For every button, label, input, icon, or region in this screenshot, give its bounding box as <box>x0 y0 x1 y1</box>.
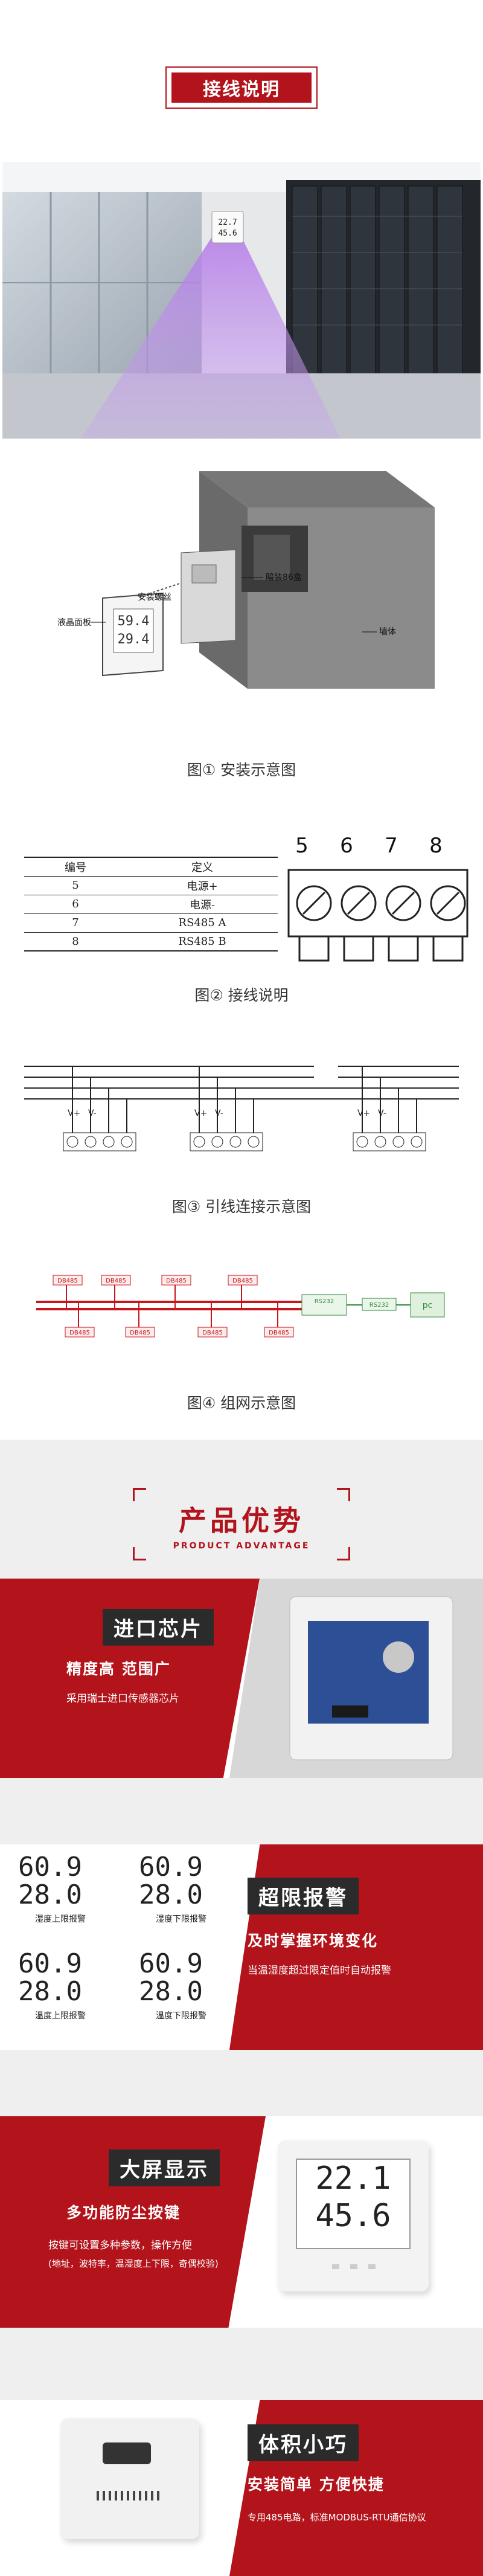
cell-number: 5 <box>24 876 127 895</box>
advantage-desc: 采用瑞士进口传感器芯片 <box>66 1693 179 1705</box>
device-side-image <box>60 2418 199 2539</box>
cell-definition: 电源+ <box>127 876 278 895</box>
vplus-label: V+ <box>194 1109 207 1118</box>
section-title: 接线说明 <box>171 72 312 103</box>
vminus-label: V- <box>88 1109 97 1118</box>
wiring-connection-diagram: V+ V- V+ V- V+ V- <box>24 1064 459 1151</box>
label-wall: 墙体 <box>379 627 396 637</box>
terminal-number: 5 <box>295 834 309 858</box>
cell-number: 7 <box>24 913 127 933</box>
advantage-title: 产品优势 PRODUCT ADVANTAGE <box>133 1488 350 1560</box>
node-label: DB485 <box>130 1330 150 1336</box>
advantage-chip: 进口芯片 精度高 范围广 采用瑞士进口传感器芯片 <box>0 1579 483 1778</box>
advantage-sub: 多功能防尘按键 <box>66 2204 181 2221</box>
cell-definition: RS485 B <box>127 932 278 952</box>
alarm-screen: 60.9 28.0 湿度上限报警 <box>18 1852 86 1925</box>
advantage-desc: 按键可设置多种参数，操作方便 <box>48 2240 192 2252</box>
alarm-screen: 60.9 28.0 温度下限报警 <box>139 1948 206 2021</box>
table-header-row: 编号 定义 <box>24 857 278 877</box>
advantage-tag: 体积小巧 <box>248 2424 359 2461</box>
section-title-box: 接线说明 <box>165 66 318 109</box>
advantage-sub: 及时掌握环境变化 <box>248 1932 379 1950</box>
photo-humi: 45.6 <box>218 229 237 238</box>
vminus-label: V- <box>215 1109 223 1118</box>
advantage-desc: 当温湿度超过限定值时自动报警 <box>248 1965 391 1977</box>
terminal-number: 6 <box>340 834 353 858</box>
header-definition: 定义 <box>127 857 278 877</box>
advantage-desc-detail: (地址，波特率，温湿度上下限，奇偶校验) <box>48 2258 219 2269</box>
figure-1-caption: 图① 安装示意图 <box>187 761 296 779</box>
converter-label: RS232 <box>315 1298 334 1305</box>
photo-temp: 22.7 <box>218 218 237 227</box>
advantage-tag: 进口芯片 <box>103 1609 214 1646</box>
node-label: DB485 <box>57 1278 78 1284</box>
cell-number: 8 <box>24 932 127 952</box>
rs232-label: RS232 <box>369 1302 389 1309</box>
pc-label: pc <box>423 1301 433 1310</box>
node-label: DB485 <box>232 1278 253 1284</box>
header-number: 编号 <box>24 857 127 877</box>
label-panel: 液晶面板 <box>57 618 91 628</box>
vminus-label: V- <box>378 1109 386 1118</box>
network-diagram: DB485 DB485 DB485 DB485 DB485 DB485 DB48… <box>36 1275 445 1338</box>
node-label: DB485 <box>166 1278 187 1284</box>
alarm-screen: 60.9 28.0 温度上限报警 <box>18 1948 86 2021</box>
node-label: DB485 <box>269 1330 289 1336</box>
installation-photo: 22.7 45.6 <box>2 162 481 439</box>
cell-number: 6 <box>24 895 127 914</box>
figure-4-caption: 图④ 组网示意图 <box>187 1394 296 1412</box>
advantage-display: 22.1 45.6 大屏显示 多功能防尘按键 按键可设置多种参数，操作方便 (地… <box>0 2116 483 2328</box>
cell-definition: 电源- <box>127 895 278 914</box>
advantage-title-en: PRODUCT ADVANTAGE <box>173 1541 310 1551</box>
figure-3-caption: 图③ 引线连接示意图 <box>171 1198 312 1216</box>
device-temp: 22.1 <box>315 2160 391 2197</box>
label-wall-box: 暗装86盒 <box>266 572 302 582</box>
advantage-tag: 超限报警 <box>248 1878 359 1914</box>
advantage-desc: 专用485电路，标准MODBUS-RTU通信协议 <box>248 2512 426 2523</box>
product-advantage-section: 产品优势 PRODUCT ADVANTAGE 进口芯片 精度高 范围广 采用瑞士… <box>0 1440 483 2576</box>
node-label: DB485 <box>69 1330 90 1336</box>
figure-2-caption: 图② 接线说明 <box>194 987 289 1004</box>
terminal-number: 7 <box>385 834 398 858</box>
chip-board-image <box>289 1596 453 1760</box>
alarm-screen: 60.9 28.0 湿度下限报警 <box>139 1852 206 1925</box>
vplus-label: V+ <box>357 1109 370 1118</box>
advantage-sub: 精度高 范围广 <box>66 1660 171 1678</box>
advantage-tag: 大屏显示 <box>109 2149 220 2186</box>
svg-text:29.4: 29.4 <box>118 632 150 647</box>
svg-text:59.4: 59.4 <box>118 614 150 629</box>
node-label: DB485 <box>106 1278 126 1284</box>
advantage-compact: 体积小巧 安装简单 方便快捷 专用485电路，标准MODBUS-RTU通信协议 <box>0 2400 483 2576</box>
terminal-number: 8 <box>429 834 443 858</box>
node-label: DB485 <box>202 1330 223 1336</box>
vplus-label: V+ <box>68 1109 80 1118</box>
installation-diagram: 59.4 29.4 暗装86盒 安装螺丝 墙体 液晶面板 <box>57 471 435 689</box>
advantage-title-cn: 产品优势 <box>179 1504 304 1537</box>
cell-definition: RS485 A <box>127 913 278 933</box>
device-image: 22.1 45.6 <box>278 2140 429 2291</box>
device-humi: 45.6 <box>315 2198 391 2234</box>
label-screw: 安装螺丝 <box>138 593 171 602</box>
advantage-sub: 安装简单 方便快捷 <box>248 2476 385 2493</box>
advantage-alarm: 60.9 28.0 湿度上限报警 60.9 28.0 湿度下限报警 60.9 2… <box>0 1844 483 2050</box>
terminal-block <box>287 869 469 962</box>
server-room-illustration: 22.7 45.6 <box>2 162 481 439</box>
